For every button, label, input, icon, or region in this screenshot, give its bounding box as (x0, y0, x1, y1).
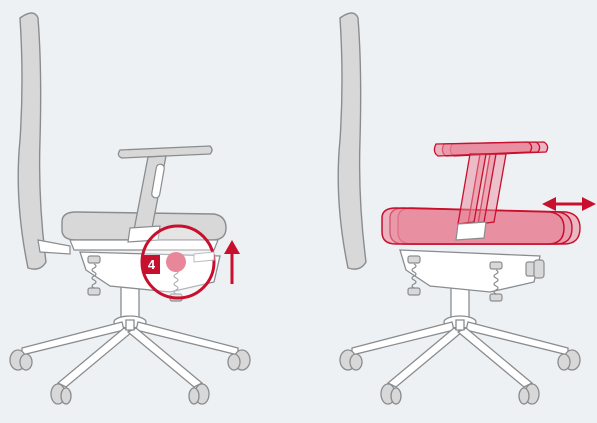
backrest (18, 13, 46, 269)
svg-text:4: 4 (148, 257, 156, 272)
seat-release-lever (166, 252, 186, 272)
double-arrow-horizontal-icon (542, 197, 596, 211)
seat-slide-panel (338, 13, 596, 404)
step-badge: 4 (143, 255, 160, 274)
chair-right (338, 13, 580, 404)
chair-left (10, 13, 250, 404)
adjust-knob (526, 260, 544, 278)
seat-release-panel: 4 (10, 13, 250, 404)
backrest (338, 13, 366, 269)
up-arrow-icon (224, 240, 240, 284)
